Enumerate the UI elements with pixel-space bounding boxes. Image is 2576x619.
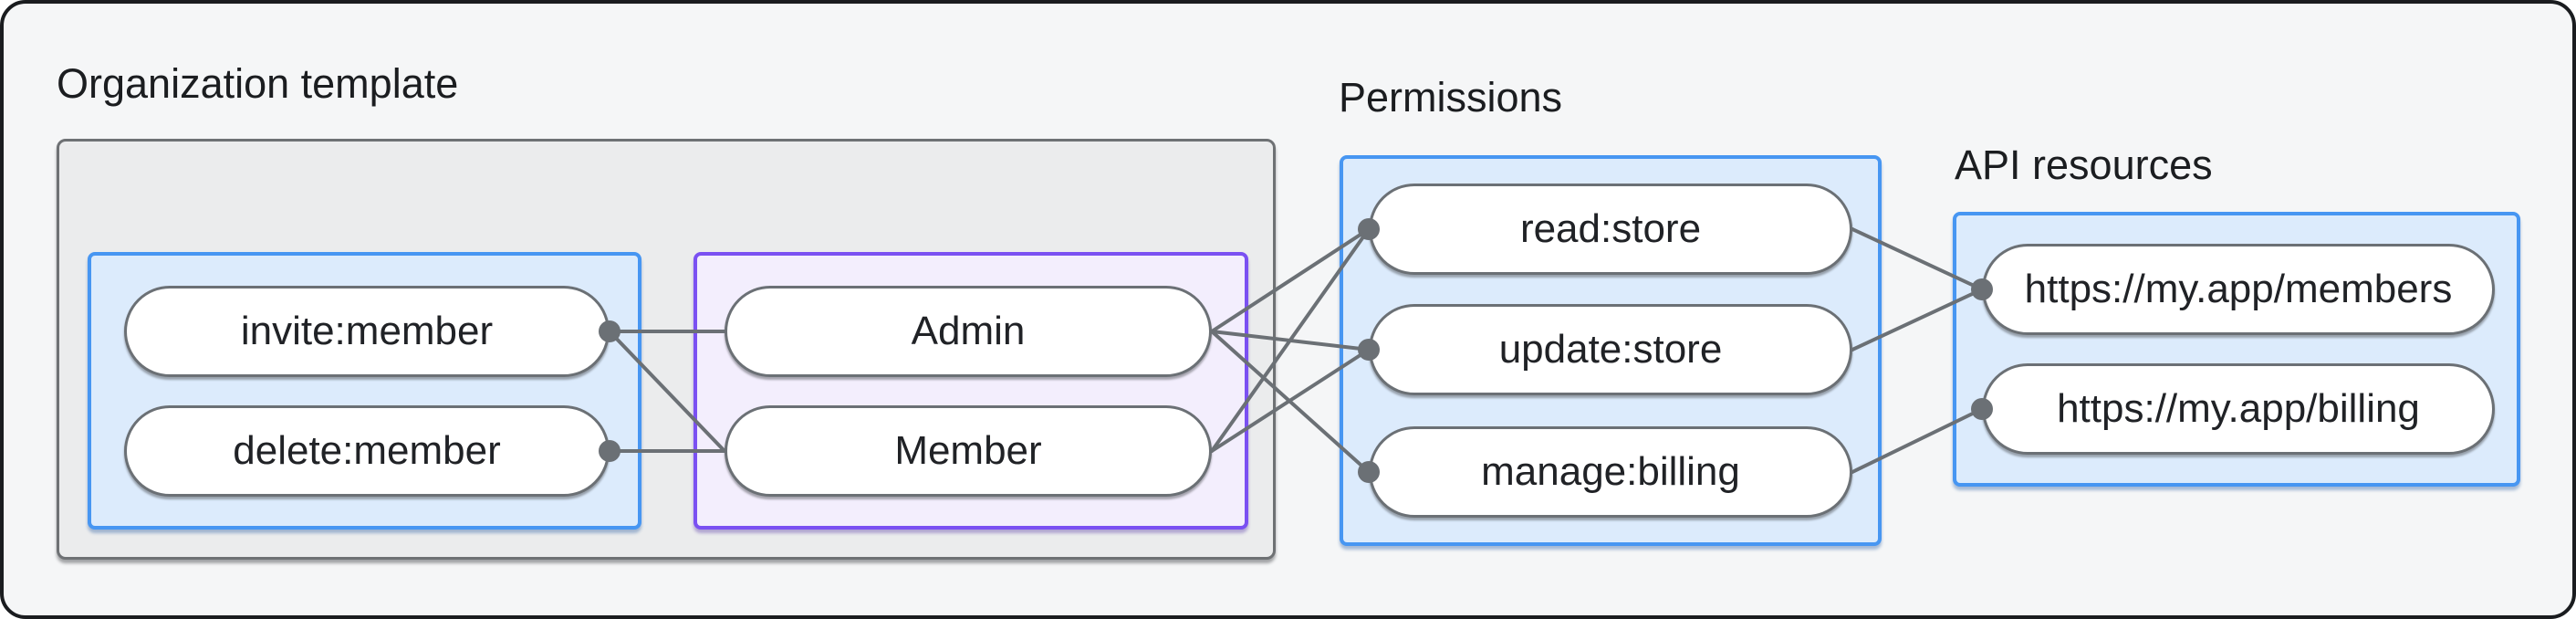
- node-member: Member: [725, 405, 1212, 497]
- api-resources-label: API resources: [1955, 142, 2213, 188]
- node-api-members-url: https://my.app/members: [1982, 244, 2495, 335]
- node-manage-billing: manage:billing: [1369, 426, 1852, 518]
- organization-template-label: Organization template: [57, 60, 459, 107]
- permissions-label: Permissions: [1339, 74, 1563, 121]
- node-admin: Admin: [725, 286, 1212, 377]
- node-update-store: update:store: [1369, 304, 1852, 395]
- node-invite-member: invite:member: [124, 286, 610, 377]
- node-read-store: read:store: [1369, 184, 1852, 275]
- node-api-billing-url: https://my.app/billing: [1982, 363, 2495, 455]
- node-delete-member: delete:member: [124, 405, 610, 497]
